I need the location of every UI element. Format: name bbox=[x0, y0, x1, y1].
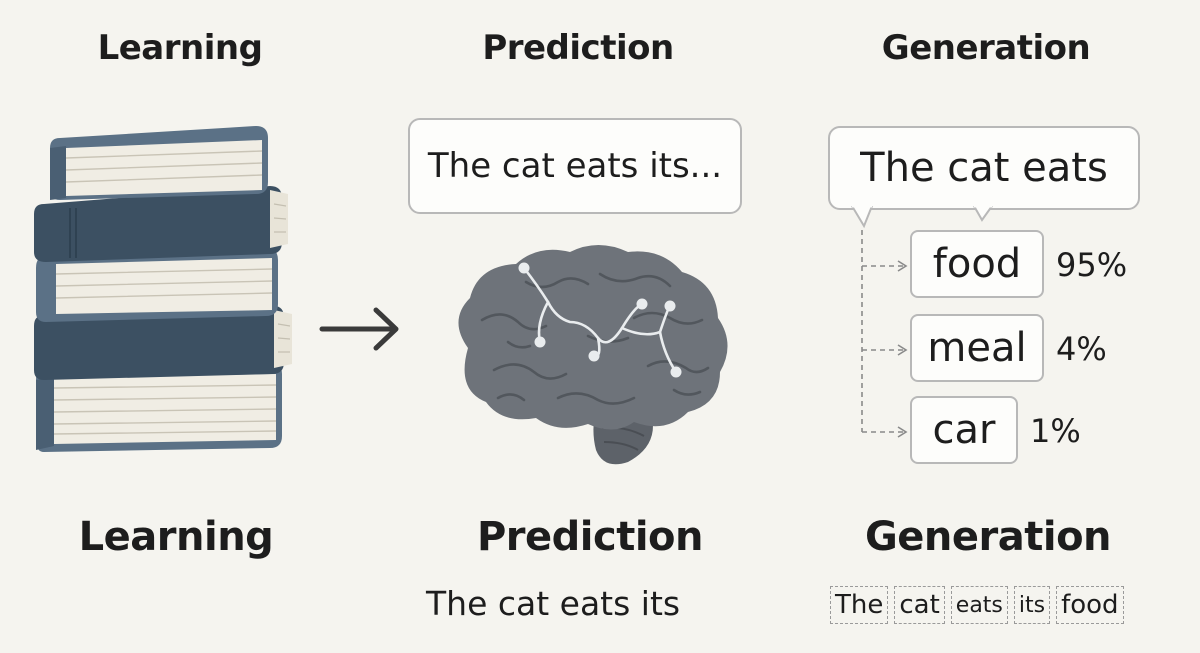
generation-input-text: The cat eats bbox=[860, 145, 1108, 191]
learning-header-top: Learning bbox=[97, 28, 263, 68]
book-2 bbox=[34, 186, 288, 262]
prediction-caption: The cat eats its bbox=[426, 584, 681, 623]
candidate-token-label: car bbox=[932, 407, 996, 453]
book-4 bbox=[34, 306, 292, 380]
prediction-input-text: The cat eats its... bbox=[427, 146, 723, 186]
candidate-prob-food: 95% bbox=[1056, 246, 1128, 284]
candidate-connectors bbox=[861, 230, 908, 438]
candidate-token-meal: meal bbox=[910, 314, 1044, 382]
bubble-tails bbox=[851, 206, 993, 229]
candidate-prob-car: 1% bbox=[1030, 412, 1081, 450]
book-5 bbox=[36, 362, 282, 452]
arrow-right-icon bbox=[319, 307, 399, 351]
candidate-token-label: food bbox=[932, 241, 1022, 287]
prediction-input-bubble: The cat eats its... bbox=[408, 118, 742, 214]
generated-token: food bbox=[1056, 586, 1124, 624]
prediction-header-bottom: Prediction bbox=[476, 514, 704, 560]
brain-icon bbox=[458, 245, 728, 465]
generated-token: its bbox=[1013, 586, 1051, 624]
generation-header-top: Generation bbox=[881, 28, 1091, 68]
book-1 bbox=[50, 126, 268, 200]
generated-token: eats bbox=[950, 586, 1008, 624]
candidate-prob-meal: 4% bbox=[1056, 330, 1107, 368]
book-stack-icon bbox=[34, 126, 292, 452]
generation-header-bottom: Generation bbox=[864, 514, 1112, 560]
book-3 bbox=[36, 248, 278, 322]
learning-header-bottom: Learning bbox=[78, 514, 274, 560]
prediction-header-top: Prediction bbox=[482, 28, 674, 68]
candidate-token-label: meal bbox=[927, 325, 1027, 371]
generated-sequence: The cat eats its food bbox=[830, 586, 1124, 624]
candidate-token-food: food bbox=[910, 230, 1044, 298]
candidate-token-car: car bbox=[910, 396, 1018, 464]
generated-token: The bbox=[830, 586, 889, 624]
generated-token: cat bbox=[894, 586, 945, 624]
generation-input-bubble: The cat eats bbox=[828, 126, 1140, 210]
